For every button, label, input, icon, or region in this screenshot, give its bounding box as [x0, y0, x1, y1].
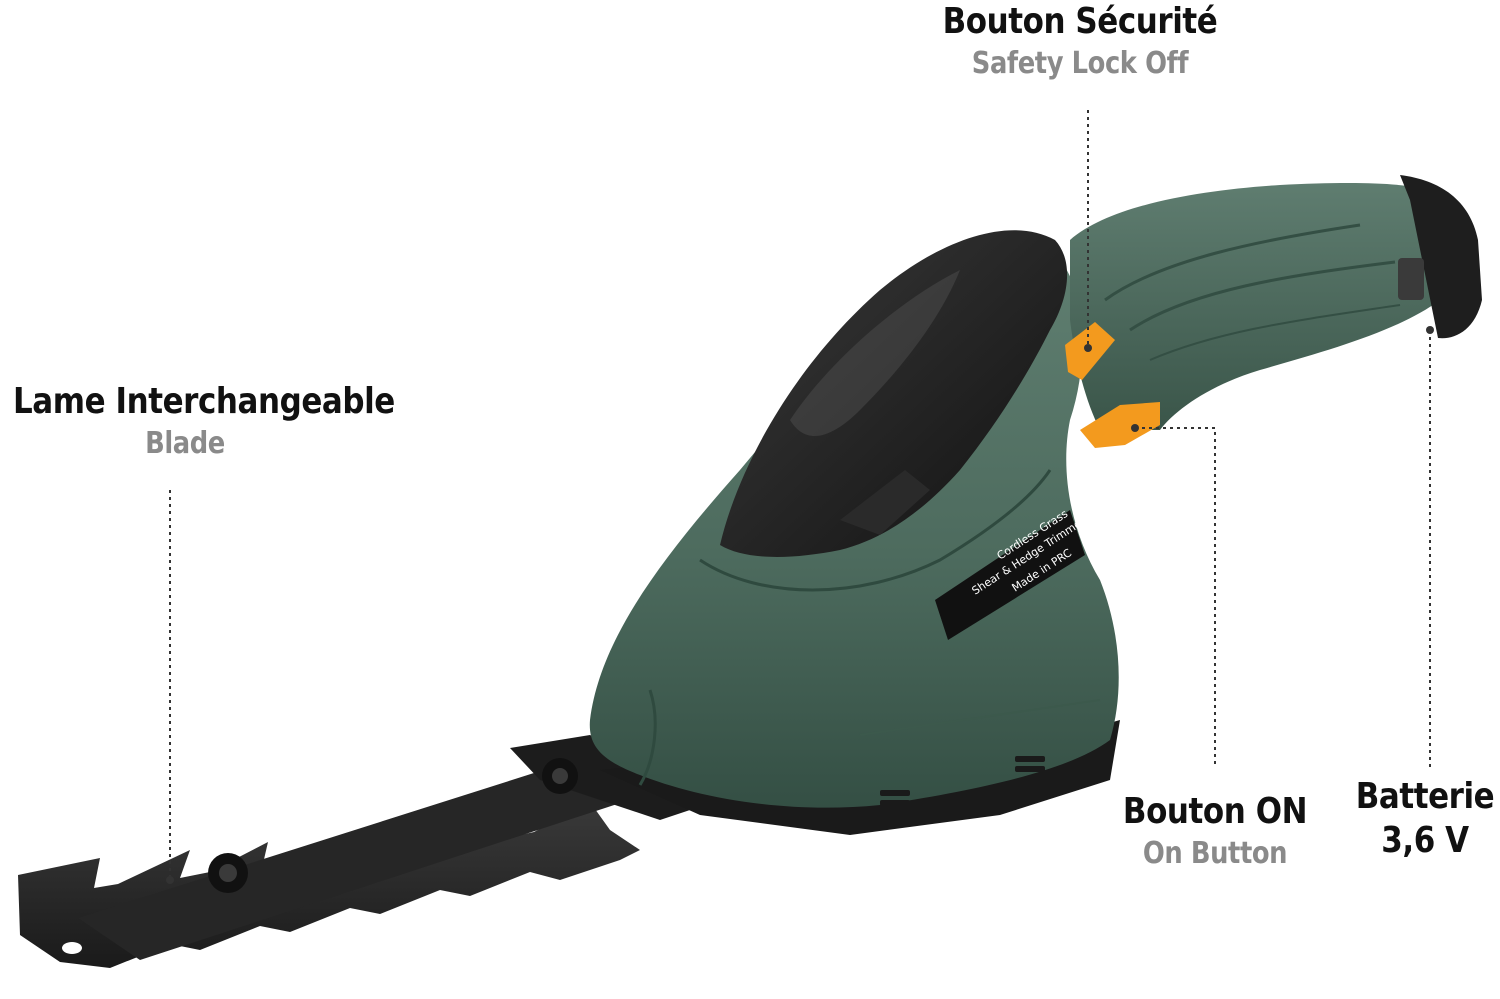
- battery-line1: Batterie: [1355, 776, 1495, 817]
- on-trigger: [1080, 402, 1160, 448]
- on-button-callout: Bouton ON On Button: [1080, 790, 1350, 874]
- handle: [1070, 183, 1440, 430]
- blade: [18, 735, 720, 968]
- blade-title-fr: Lame Interchangeable: [13, 381, 395, 422]
- on-button-title-en: On Button: [1142, 836, 1288, 871]
- battery-line2: 3,6 V: [1381, 820, 1469, 861]
- safety-title-en: Safety Lock Off: [971, 46, 1189, 81]
- blade-callout: Lame Interchangeable Blade: [0, 380, 395, 464]
- safety-title-fr: Bouton Sécurité: [942, 1, 1218, 42]
- blade-title-en: Blade: [145, 426, 225, 461]
- battery-cap: [1400, 175, 1482, 339]
- safety-callout: Bouton Sécurité Safety Lock Off: [900, 0, 1260, 84]
- battery-callout: Batterie 3,6 V: [1340, 775, 1500, 863]
- on-button-title-fr: Bouton ON: [1122, 791, 1308, 832]
- top-cover: [720, 230, 1068, 557]
- on-button-leader-line: [1135, 427, 1216, 765]
